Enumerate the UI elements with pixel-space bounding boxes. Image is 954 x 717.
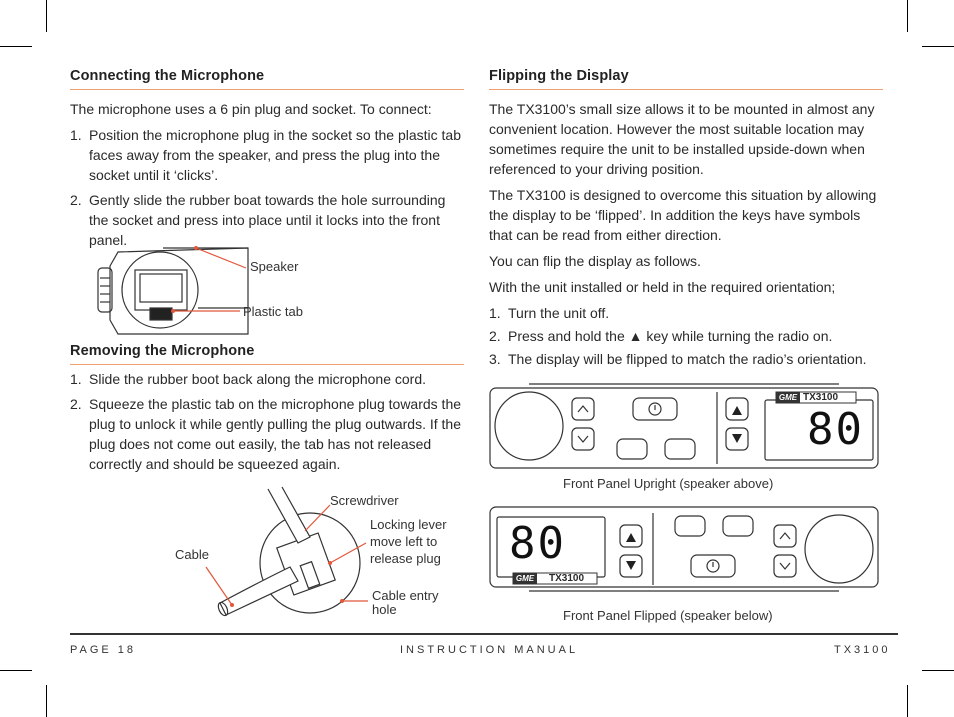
crop-mark bbox=[0, 670, 32, 671]
removing-figure: Screwdriver Cable Locking lever move lef… bbox=[170, 485, 460, 625]
footer-title: INSTRUCTION MANUAL bbox=[400, 644, 579, 656]
plastic-tab-label: Plastic tab bbox=[243, 304, 303, 319]
crop-mark bbox=[922, 46, 954, 47]
flipping-para-4: With the unit installed or held in the r… bbox=[489, 279, 836, 295]
crop-mark bbox=[907, 685, 908, 717]
crop-mark bbox=[46, 0, 47, 32]
flipping-para-3: You can flip the display as follows. bbox=[489, 253, 701, 269]
list-item: 2.Gently slide the rubber boat towards t… bbox=[70, 192, 446, 248]
front-panel-flipped: GME TX3100 80 bbox=[489, 505, 881, 599]
plug-illustration bbox=[205, 486, 368, 617]
flipping-heading: Flipping the Display bbox=[489, 68, 883, 90]
connecting-section: Connecting the Microphone The microphone… bbox=[70, 68, 464, 255]
list-item: 2.Press and hold the ▲ key while turning… bbox=[489, 328, 833, 344]
connecting-intro: The microphone uses a 6 pin plug and soc… bbox=[70, 101, 432, 117]
cable-entry-label: Cable entry hole bbox=[372, 588, 439, 617]
socket-figure: Speaker Plastic tab bbox=[88, 238, 348, 344]
panel-upright-illustration bbox=[489, 383, 879, 469]
list-item: 1.Turn the unit off. bbox=[489, 305, 610, 321]
list-item: 3.The display will be flipped to match t… bbox=[489, 351, 867, 367]
list-item: 1.Position the microphone plug in the so… bbox=[70, 127, 461, 183]
flipping-section: Flipping the Display The TX3100’s small … bbox=[489, 68, 883, 372]
removing-steps: 1.Slide the rubber boot back along the m… bbox=[70, 369, 464, 474]
connecting-heading: Connecting the Microphone bbox=[70, 68, 464, 90]
flipped-brand: GME bbox=[515, 574, 535, 583]
flipped-model: TX3100 bbox=[549, 573, 585, 584]
flipping-steps: 1.Turn the unit off. 2.Press and hold th… bbox=[489, 303, 883, 369]
flipping-para-1: The TX3100’s small size allows it to be … bbox=[489, 101, 875, 177]
upright-digits: 80 bbox=[807, 404, 864, 455]
upright-brand: GME bbox=[778, 393, 798, 402]
upright-model: TX3100 bbox=[803, 392, 839, 403]
speaker-label: Speaker bbox=[250, 259, 299, 274]
list-item: 1.Slide the rubber boot back along the m… bbox=[70, 371, 426, 387]
crop-mark bbox=[0, 46, 32, 47]
panel-flipped-illustration bbox=[489, 506, 879, 592]
flipped-caption: Front Panel Flipped (speaker below) bbox=[563, 608, 773, 623]
crop-mark bbox=[922, 670, 954, 671]
connecting-steps: 1.Position the microphone plug in the so… bbox=[70, 125, 464, 250]
page-number: PAGE 18 bbox=[70, 644, 137, 656]
removing-section: Removing the Microphone 1.Slide the rubb… bbox=[70, 343, 464, 479]
flipping-para-2: The TX3100 is designed to overcome this … bbox=[489, 187, 877, 243]
front-panel-upright: GME TX3100 80 bbox=[489, 378, 881, 472]
upright-caption: Front Panel Upright (speaker above) bbox=[563, 476, 774, 491]
locking-lever-label: Locking lever move left to release plug bbox=[370, 517, 447, 566]
cable-label: Cable bbox=[175, 547, 209, 562]
removing-heading: Removing the Microphone bbox=[70, 343, 464, 365]
socket-illustration bbox=[97, 246, 249, 335]
list-item: 2.Squeeze the plastic tab on the microph… bbox=[70, 396, 462, 472]
flipped-digits: 80 bbox=[509, 518, 566, 569]
footer-model: TX3100 bbox=[834, 644, 891, 656]
footer-rule bbox=[70, 633, 898, 635]
crop-mark bbox=[46, 685, 47, 717]
screwdriver-label: Screwdriver bbox=[330, 493, 399, 508]
crop-mark bbox=[907, 0, 908, 32]
